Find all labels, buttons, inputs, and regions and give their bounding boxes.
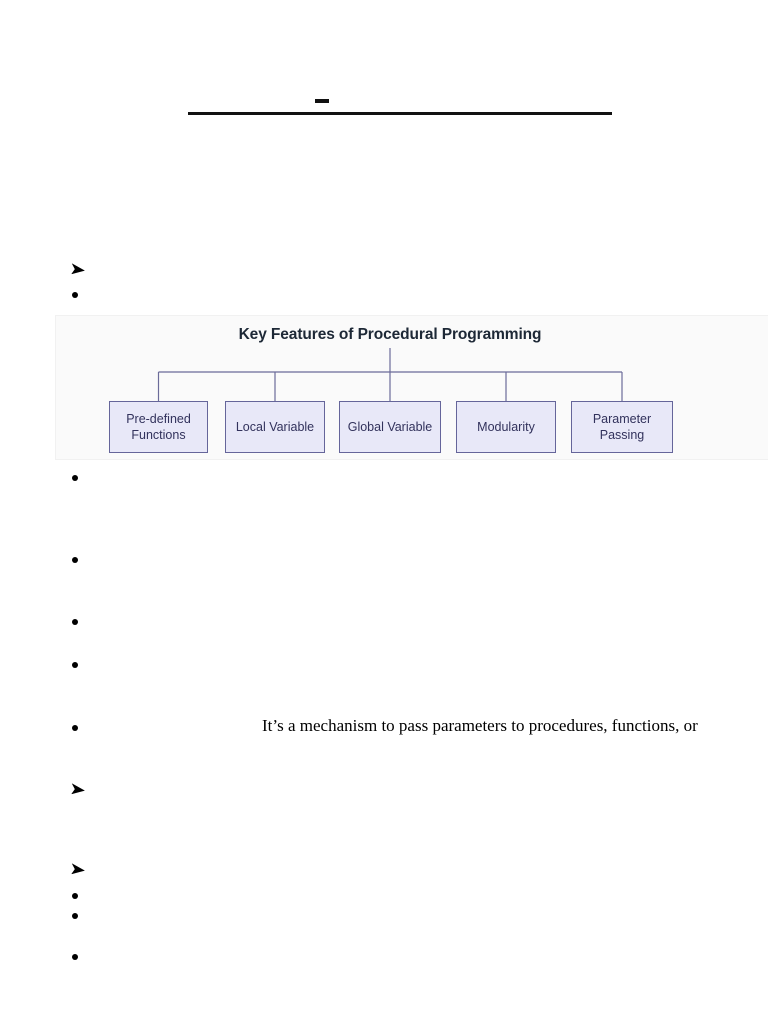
diagram-box-local-variable: Local Variable bbox=[225, 401, 325, 453]
dot-bullet-icon bbox=[72, 954, 78, 960]
procedural-programming-diagram: Key Features of Procedural Programming P… bbox=[55, 315, 768, 460]
arrow-bullet-icon bbox=[70, 263, 85, 276]
diagram-box-pre-defined-functions: Pre-defined Functions bbox=[109, 401, 208, 453]
diagram-title: Key Features of Procedural Programming bbox=[238, 326, 542, 343]
diagram-box-global-variable: Global Variable bbox=[339, 401, 441, 453]
dot-bullet-icon bbox=[72, 893, 78, 899]
dot-bullet-icon bbox=[72, 725, 78, 731]
diagram-connector-lines bbox=[157, 348, 623, 401]
diagram-box-parameter-passing: Parameter Passing bbox=[571, 401, 673, 453]
heading-underline bbox=[188, 112, 612, 115]
diagram-box-modularity: Modularity bbox=[456, 401, 556, 453]
dot-bullet-icon bbox=[72, 662, 78, 668]
dot-bullet-icon bbox=[72, 475, 78, 481]
dot-bullet-icon bbox=[72, 619, 78, 625]
arrow-bullet-icon bbox=[70, 783, 85, 796]
body-text-line: It’s a mechanism to pass parameters to p… bbox=[262, 716, 698, 735]
dot-bullet-icon bbox=[72, 292, 78, 298]
heading-dash bbox=[315, 99, 329, 103]
dot-bullet-icon bbox=[72, 557, 78, 563]
dot-bullet-icon bbox=[72, 913, 78, 919]
arrow-bullet-icon bbox=[70, 863, 85, 876]
